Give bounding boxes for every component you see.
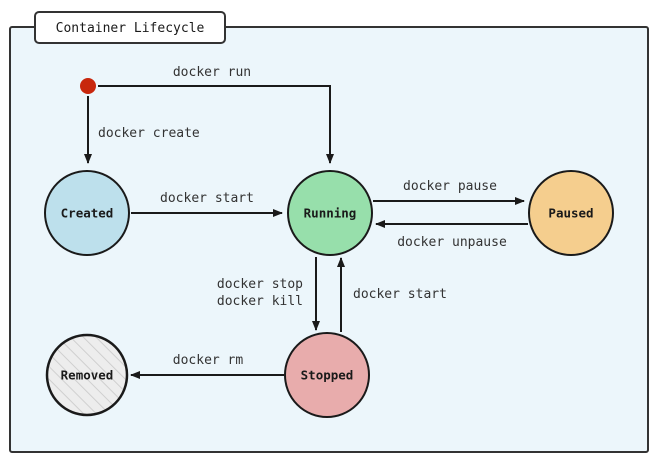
edge-stopped-to-removed: docker rm xyxy=(130,353,284,379)
edge-running-to-paused: docker pause xyxy=(373,179,525,205)
edges-layer: docker run docker create docker start docke… xyxy=(84,65,528,379)
diagram-title-box xyxy=(34,11,226,44)
node-shape xyxy=(528,170,614,256)
start-state-dot xyxy=(80,78,96,94)
edge-start-to-created: docker create xyxy=(84,96,200,164)
edge-label-start-to-running: docker run xyxy=(173,65,251,80)
diagram-title: Container Lifecycle xyxy=(56,21,205,36)
node-label-created: Created xyxy=(61,206,114,221)
state-node-stopped[interactable]: Stopped xyxy=(284,332,370,418)
node-label-removed: Removed xyxy=(61,368,114,383)
node-shape xyxy=(284,332,370,418)
state-node-removed[interactable]: Removed xyxy=(45,333,129,417)
edge-created-to-running: docker start xyxy=(131,191,283,217)
state-node-paused[interactable]: Paused xyxy=(528,170,614,256)
edge-stopped-to-running: docker start xyxy=(337,257,447,332)
edge-label-start-to-created: docker create xyxy=(98,126,200,141)
node-label-paused: Paused xyxy=(548,206,593,221)
edge-label-paused-to-running: docker unpause xyxy=(397,235,507,250)
edge-line xyxy=(98,85,334,164)
node-shape xyxy=(44,170,130,256)
edge-paused-to-running: docker unpause xyxy=(375,220,528,250)
node-shape xyxy=(287,170,373,256)
edge-label-running-to-paused: docker pause xyxy=(403,179,497,194)
edge-start-to-running: docker run xyxy=(98,65,334,164)
edge-label-created-to-running: docker start xyxy=(160,191,254,206)
state-node-running[interactable]: Running xyxy=(287,170,373,256)
node-label-stopped: Stopped xyxy=(301,368,354,383)
state-node-created[interactable]: Created xyxy=(44,170,130,256)
edge-label-stopped-to-running: docker start xyxy=(353,287,447,302)
edge-label-stopped-to-removed: docker rm xyxy=(173,353,244,368)
node-label-running: Running xyxy=(304,206,357,221)
node-shape xyxy=(45,333,129,417)
